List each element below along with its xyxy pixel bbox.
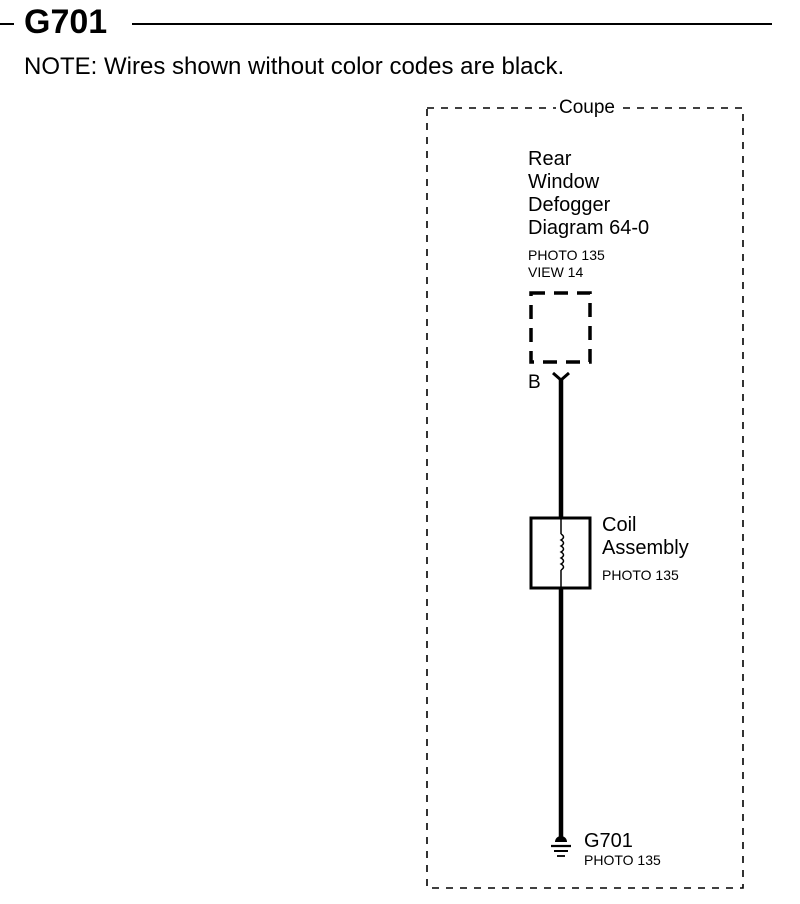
coupe-frame-label: Coupe	[556, 96, 618, 120]
connector-pin-label: B	[528, 372, 541, 393]
defogger-label: Rear Window Defogger Diagram 64-0	[528, 148, 649, 240]
defogger-photo-link[interactable]: PHOTO 135	[528, 247, 605, 263]
ground-photo-link[interactable]: PHOTO 135	[584, 852, 661, 868]
defogger-view-link[interactable]: VIEW 14	[528, 264, 584, 280]
ground-label: G701	[584, 830, 633, 852]
coil-label-line: Assembly	[602, 537, 689, 559]
defogger-label-line: Rear	[528, 148, 572, 170]
coil-photo-link[interactable]: PHOTO 135	[602, 567, 679, 583]
defogger-component-box	[529, 291, 592, 364]
coil-winding-icon	[559, 533, 565, 571]
ground-icon	[551, 836, 571, 857]
defogger-diagram-link[interactable]: Diagram 64-0	[528, 217, 650, 239]
coil-label-line: Coil	[602, 514, 637, 536]
page-title: G701	[24, 3, 108, 41]
defogger-label-line: Defogger	[528, 194, 611, 216]
coil-assembly-label: Coil Assembly	[602, 514, 689, 560]
defogger-label-line: Window	[528, 171, 600, 193]
wire-color-note: NOTE: Wires shown without color codes ar…	[24, 53, 565, 80]
connector-pin-b-symbol	[552, 371, 570, 382]
defogger-photo-ref: PHOTO 135 VIEW 14	[528, 247, 605, 281]
